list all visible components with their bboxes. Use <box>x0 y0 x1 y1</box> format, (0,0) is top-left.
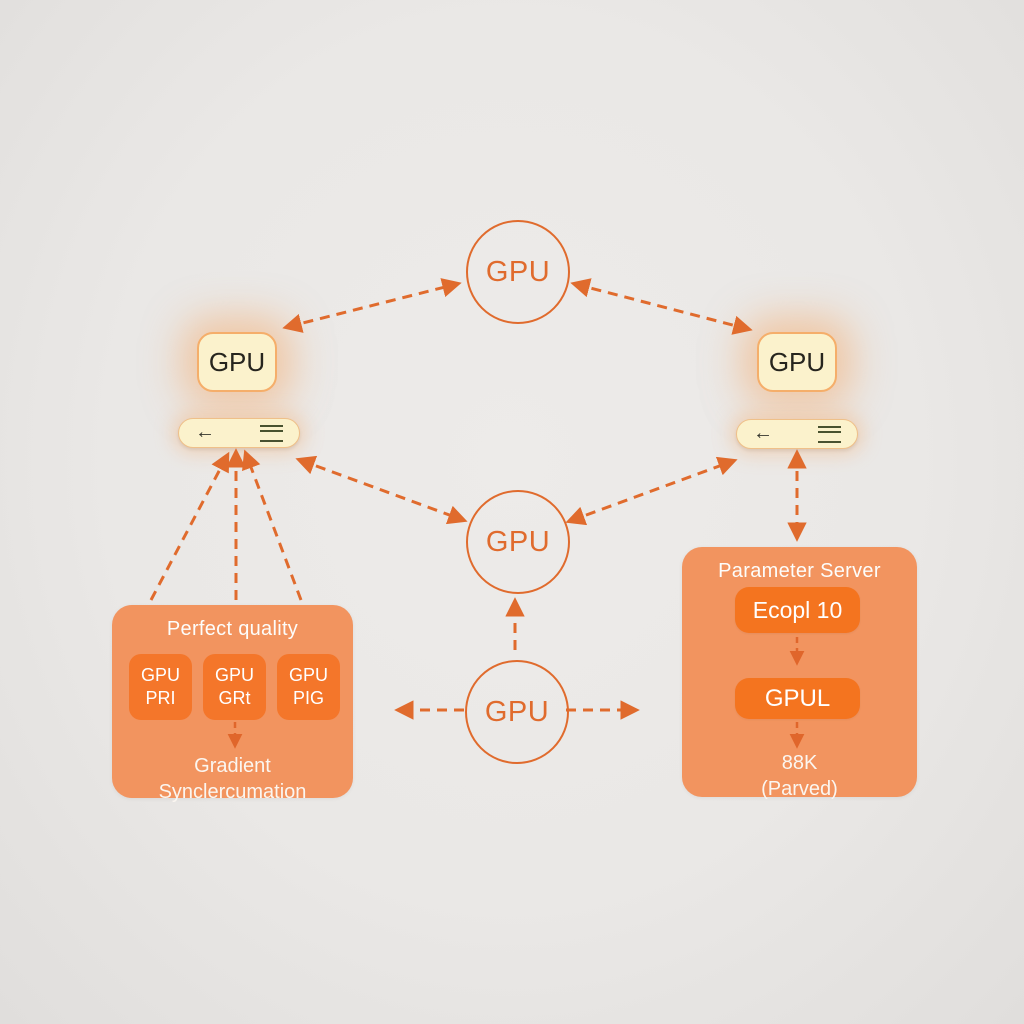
perfect-quality-panel: Perfect quality GPU PRI GPU GRt GPU PIG … <box>112 605 353 803</box>
gpu-cell-line: PRI <box>145 688 176 708</box>
parameter-server-panel: Parameter Server Ecopl 10 GPUL 88K (Parv… <box>682 547 917 800</box>
gpu-circle-top: GPU <box>466 220 570 324</box>
arrow-topcircle-leftbox <box>282 278 462 333</box>
gpu-cell-grt: GPU GRt <box>203 654 266 720</box>
hamburger-menu-icon <box>260 424 283 442</box>
gradient-sync-label: Gradient Synclercumation <box>112 753 353 805</box>
toolbar-pill-left: ← <box>178 418 300 448</box>
gpu-circle-top-label: GPU <box>485 255 551 288</box>
gpu-box-left: GPU <box>197 332 277 392</box>
gpu-circle-bottom-label: GPU <box>484 695 550 728</box>
gpu-cell-line: GPU <box>214 664 254 685</box>
gpu-circle-middle-label: GPU <box>485 525 551 558</box>
parved-line1: 88K <box>781 752 818 774</box>
gpu-box-left-label: GPU <box>208 346 266 377</box>
parameter-server-title: Parameter Server <box>718 560 881 582</box>
gpu-cell-line: GPU <box>288 664 328 685</box>
gradient-sync-line1: Gradient <box>194 755 271 777</box>
gpu-cell-line: GPU <box>140 664 180 685</box>
gpu-cell-line: PIG <box>292 688 324 708</box>
gpul-box: GPUL <box>735 678 860 719</box>
hamburger-menu-icon <box>818 425 841 443</box>
gpu-cell-row: GPU PRI GPU GRt GPU PIG <box>112 641 353 720</box>
gpu-cell-pig: GPU PIG <box>277 654 340 720</box>
back-arrow-icon: ← <box>753 422 773 444</box>
gpul-box-label: GPUL <box>764 684 831 712</box>
parved-label: 88K (Parved) <box>682 750 917 802</box>
parved-line2: (Parved) <box>761 778 838 800</box>
arrow-topcircle-rightbox <box>570 278 753 335</box>
arrow-panel-leftpill-1 <box>149 451 230 601</box>
gpu-box-right-label: GPU <box>768 346 826 377</box>
gpu-cell-pri: GPU PRI <box>129 654 192 720</box>
arrow-midcircle-rightpill <box>565 456 738 526</box>
toolbar-pill-right: ← <box>736 419 858 449</box>
arrow-panel-leftpill-3 <box>242 449 303 601</box>
gpu-circle-middle: GPU <box>466 490 570 594</box>
back-arrow-icon: ← <box>195 421 215 443</box>
perfect-quality-title: Perfect quality <box>166 618 299 640</box>
ecopl-box-label: Ecopl 10 <box>752 596 843 623</box>
gradient-sync-line2: Synclercumation <box>158 781 307 803</box>
gpu-circle-bottom: GPU <box>465 660 569 764</box>
ecopl-box: Ecopl 10 <box>735 587 860 633</box>
gpu-box-right: GPU <box>757 332 837 392</box>
gpu-cell-line: GRt <box>218 688 251 708</box>
arrow-midcircle-leftpill <box>295 455 468 525</box>
